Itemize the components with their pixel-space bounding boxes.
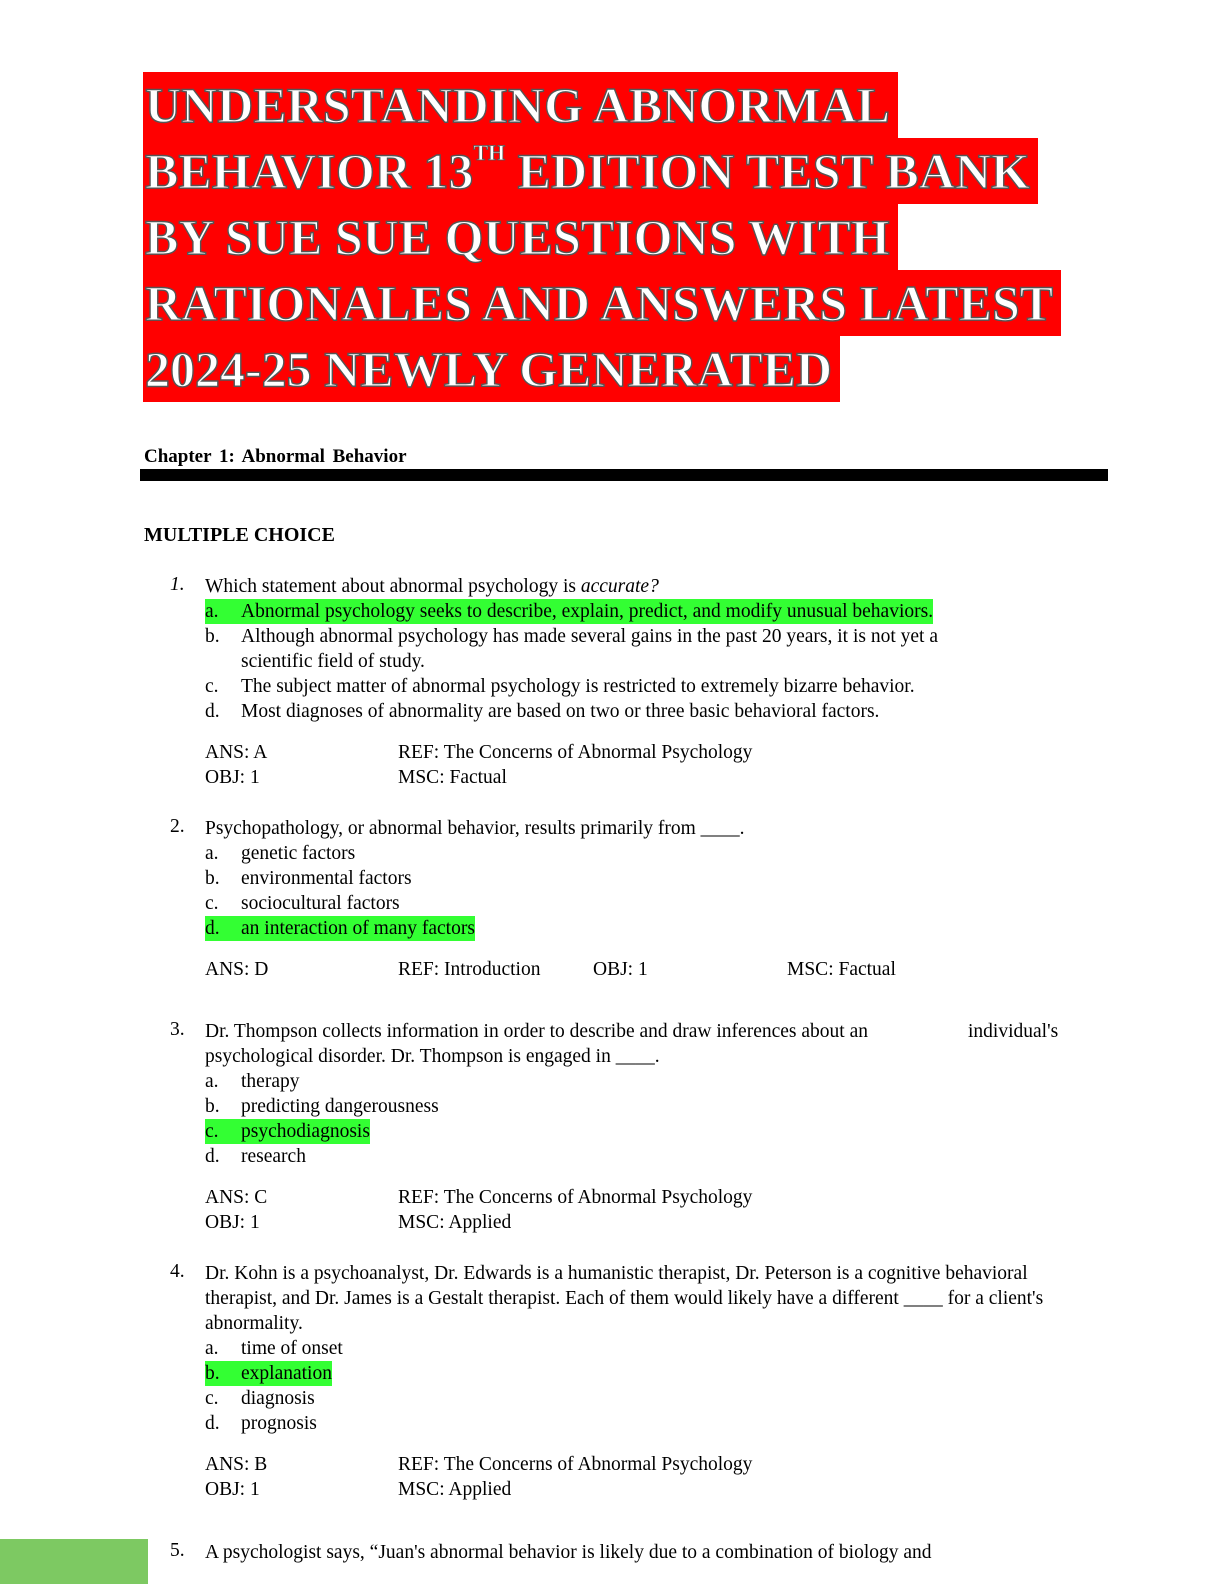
option-b: b.Although abnormal psychology has made … bbox=[205, 626, 938, 647]
option-c-correct: c.psychodiagnosis bbox=[205, 1119, 370, 1144]
footer-accent-bar bbox=[0, 1539, 148, 1584]
title-line-2-rest: EDITION TEST BANK bbox=[505, 142, 1031, 199]
answer-key: ANS: D bbox=[205, 959, 269, 980]
reference: REF: The Concerns of Abnormal Psychology bbox=[398, 1187, 753, 1208]
misc-type: MSC: Applied bbox=[398, 1212, 512, 1233]
chapter-heading: Chapter 1: Abnormal Behavior bbox=[144, 446, 407, 467]
question-number: 4. bbox=[170, 1261, 185, 1282]
chapter-divider bbox=[140, 469, 1108, 481]
question-number: 2. bbox=[170, 816, 185, 837]
option-a: a.therapy bbox=[205, 1071, 300, 1092]
question-stem-line-2: psychological disorder. Dr. Thompson is … bbox=[205, 1046, 660, 1067]
question-stem: Dr. Thompson collects information in ord… bbox=[205, 1021, 868, 1042]
objective: OBJ: 1 bbox=[205, 1479, 260, 1500]
option-a-correct: a.Abnormal psychology seeks to describe,… bbox=[205, 599, 934, 624]
title-line-2: BEHAVIOR 13TH EDITION TEST BANK bbox=[143, 138, 1103, 204]
answer-key: ANS: C bbox=[205, 1187, 268, 1208]
reference: REF: The Concerns of Abnormal Psychology bbox=[398, 1454, 753, 1475]
reference: REF: The Concerns of Abnormal Psychology bbox=[398, 742, 753, 763]
objective: OBJ: 1 bbox=[593, 959, 648, 980]
option-d: d.prognosis bbox=[205, 1413, 317, 1434]
option-d: d.Most diagnoses of abnormality are base… bbox=[205, 701, 880, 722]
misc-type: MSC: Factual bbox=[787, 959, 896, 980]
title-line-1: UNDERSTANDING ABNORMAL bbox=[143, 72, 1103, 138]
document-title: UNDERSTANDING ABNORMAL BEHAVIOR 13TH EDI… bbox=[143, 72, 1103, 402]
section-heading: MULTIPLE CHOICE bbox=[144, 524, 335, 546]
question-stem-end: individual's bbox=[968, 1021, 1059, 1042]
question-number: 3. bbox=[170, 1019, 185, 1040]
option-d: d.research bbox=[205, 1146, 306, 1167]
option-b: b.environmental factors bbox=[205, 868, 412, 889]
title-superscript: TH bbox=[473, 140, 506, 166]
title-line-5: 2024-25 NEWLY GENERATED bbox=[143, 336, 1103, 402]
option-b-correct: b.explanation bbox=[205, 1361, 332, 1386]
option-c: c.The subject matter of abnormal psychol… bbox=[205, 676, 915, 697]
question-stem: Which statement about abnormal psycholog… bbox=[205, 576, 659, 597]
objective: OBJ: 1 bbox=[205, 767, 260, 788]
misc-type: MSC: Factual bbox=[398, 767, 507, 788]
answer-key: ANS: B bbox=[205, 1454, 268, 1475]
misc-type: MSC: Applied bbox=[398, 1479, 512, 1500]
option-c: c.sociocultural factors bbox=[205, 893, 400, 914]
title-line-4: RATIONALES AND ANSWERS LATEST bbox=[143, 270, 1103, 336]
question-stem: Psychopathology, or abnormal behavior, r… bbox=[205, 818, 745, 839]
stem-emphasis: accurate? bbox=[580, 576, 659, 597]
question-stem: Dr. Kohn is a psychoanalyst, Dr. Edwards… bbox=[205, 1263, 1044, 1334]
option-b-continued: scientific field of study. bbox=[241, 651, 425, 672]
question-number: 1. bbox=[170, 574, 185, 595]
option-a: a.genetic factors bbox=[205, 843, 356, 864]
question-number: 5. bbox=[170, 1540, 185, 1561]
answer-key: ANS: A bbox=[205, 742, 268, 763]
option-b: b.predicting dangerousness bbox=[205, 1096, 439, 1117]
question-stem: A psychologist says, “Juan's abnormal be… bbox=[205, 1542, 932, 1563]
title-line-3: BY SUE SUE QUESTIONS WITH bbox=[143, 204, 1103, 270]
option-d-correct: d.an interaction of many factors bbox=[205, 916, 475, 941]
title-line-2-start: BEHAVIOR 13 bbox=[144, 142, 474, 199]
option-c: c.diagnosis bbox=[205, 1388, 315, 1409]
objective: OBJ: 1 bbox=[205, 1212, 260, 1233]
reference: REF: Introduction bbox=[398, 959, 541, 980]
option-a: a.time of onset bbox=[205, 1338, 343, 1359]
